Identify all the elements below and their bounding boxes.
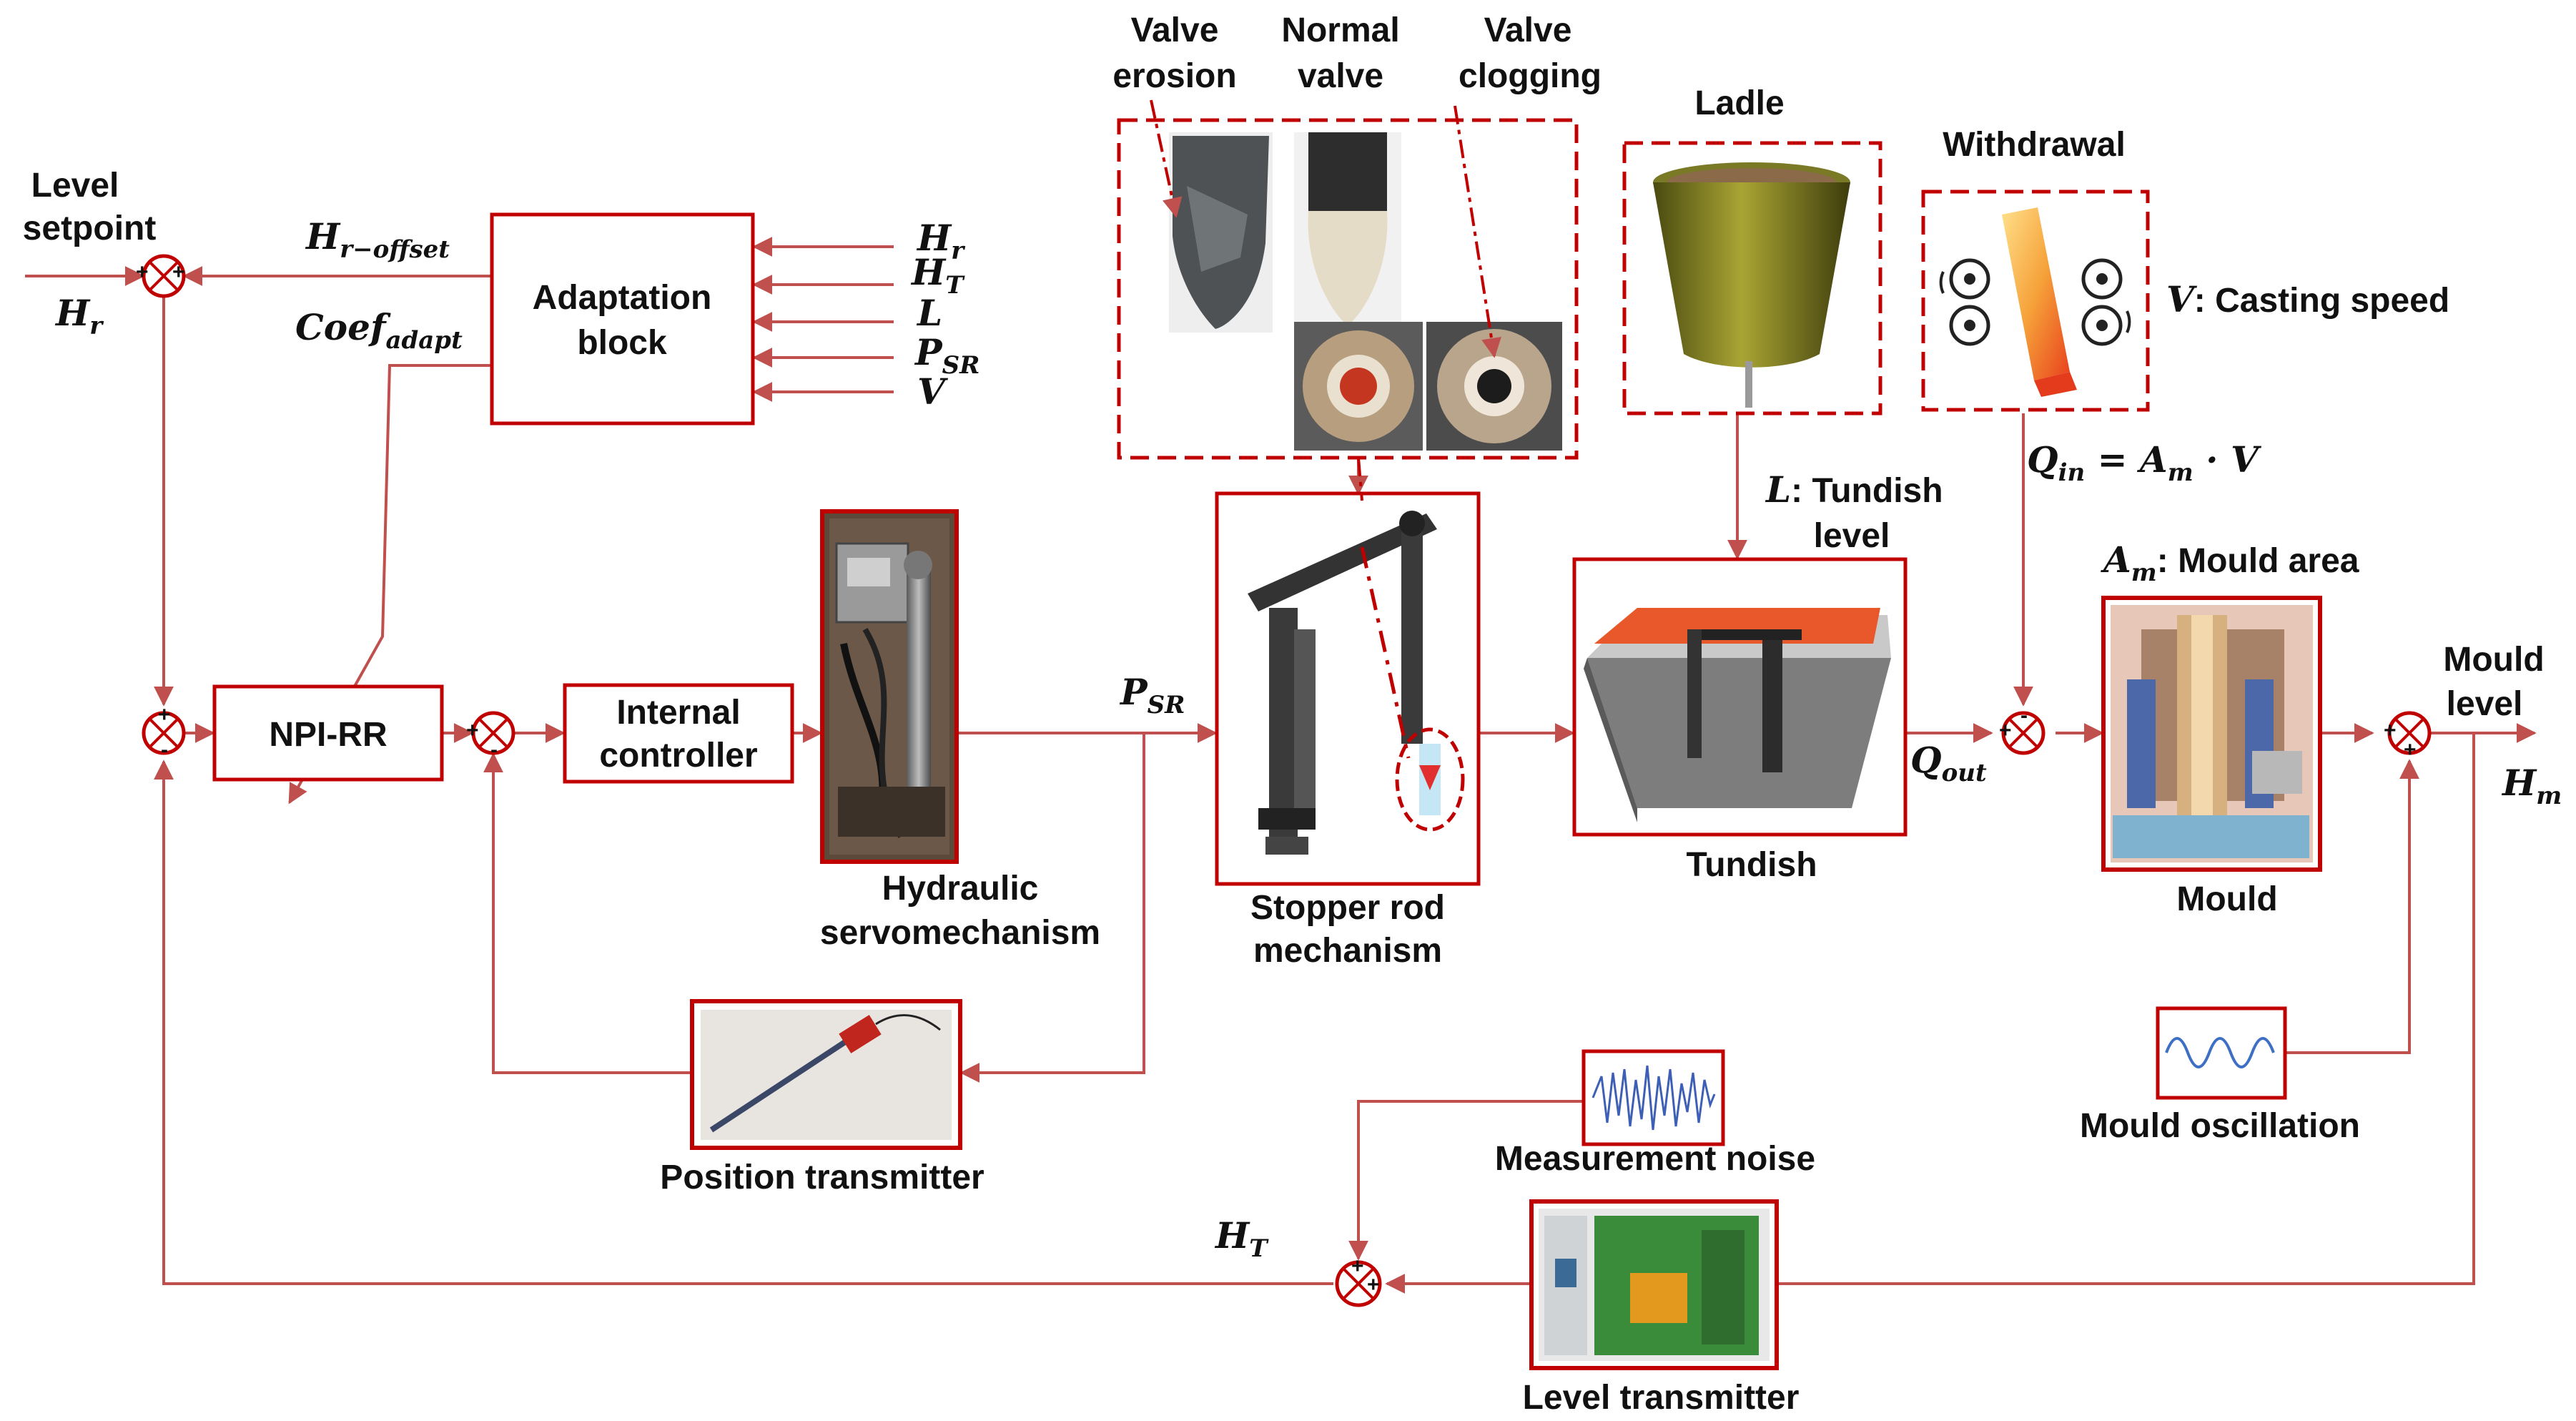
math-symbols: Hr Hr−offset Coefadapt Hr HT L PSR V PSR… bbox=[54, 215, 2562, 1263]
symbol-hr-offset: Hr−offset bbox=[305, 215, 450, 264]
symbol-adapt-input-psr: PSR bbox=[914, 331, 979, 380]
tundish-level-label-line2: level bbox=[1814, 517, 1890, 555]
stopper-rod-label-line1: Stopper rod bbox=[1250, 889, 1445, 927]
hydraulic-label-line2: servomechanism bbox=[820, 914, 1100, 952]
ladle-block[interactable] bbox=[1622, 141, 1882, 416]
withdrawal-block[interactable] bbox=[1921, 190, 2150, 412]
adaptation-block[interactable]: Adaptation block bbox=[490, 212, 755, 426]
symbol-casting-speed: V: Casting speed bbox=[2166, 278, 2449, 320]
sign-plus: + bbox=[172, 260, 185, 284]
symbol-hm: Hm bbox=[2501, 762, 2562, 810]
stopper-rod-label-line2: mechanism bbox=[1253, 932, 1442, 970]
ladle-label: Ladle bbox=[1694, 84, 1784, 122]
mould-level-label-line2: level bbox=[2447, 685, 2523, 723]
symbol-adapt-input-ht: HT bbox=[910, 251, 965, 300]
hydraulic-label-line1: Hydraulic bbox=[882, 870, 1039, 908]
summing-junction-error: + - bbox=[142, 703, 186, 762]
tundish-block[interactable] bbox=[1572, 557, 1908, 837]
sign-plus: + bbox=[1367, 1273, 1380, 1297]
tundish-label: Tundish bbox=[1686, 846, 1817, 884]
symbol-qout: Qout bbox=[1910, 739, 1987, 787]
adaptation-block-label-line2: block bbox=[577, 324, 667, 362]
sign-minus: - bbox=[490, 738, 498, 762]
sign-plus: + bbox=[1351, 1254, 1364, 1278]
mould-oscillation-block[interactable] bbox=[2156, 1006, 2287, 1100]
hydraulic-servomechanism-block[interactable] bbox=[820, 509, 959, 864]
summing-junction-noise: + + bbox=[1335, 1254, 1382, 1307]
sign-plus: + bbox=[1999, 719, 2012, 742]
mould-block[interactable] bbox=[2101, 596, 2322, 872]
sign-plus: + bbox=[2404, 738, 2417, 762]
npi-rr-label: NPI-RR bbox=[269, 716, 387, 754]
level-setpoint-label-line2: setpoint bbox=[23, 210, 157, 247]
symbol-hr-input: Hr bbox=[54, 292, 104, 340]
valve-clogging-label-line1: Valve bbox=[1484, 11, 1572, 49]
measurement-noise-block[interactable] bbox=[1581, 1049, 1725, 1146]
mould-level-label-line1: Mould bbox=[2443, 641, 2544, 679]
summing-junction-mould-level: + + bbox=[2384, 711, 2432, 762]
stopper-rod-mechanism-block[interactable] bbox=[1215, 491, 1481, 886]
valve-condition-images bbox=[1117, 99, 1579, 501]
summing-junction-position: + - bbox=[466, 711, 515, 762]
valve-clogging-label-line2: clogging bbox=[1459, 57, 1602, 95]
internal-controller-label-line2: controller bbox=[599, 737, 757, 775]
symbol-adapt-input-hr: Hr bbox=[916, 217, 965, 265]
symbol-adapt-input-v: V bbox=[917, 370, 949, 413]
valve-erosion-label-line1: Valve bbox=[1131, 11, 1219, 49]
symbol-mould-area: Am: Mould area bbox=[2101, 539, 2359, 587]
sign-plus: + bbox=[158, 703, 171, 727]
internal-controller-label-line1: Internal bbox=[616, 694, 740, 732]
npi-rr-block[interactable]: NPI-RR bbox=[212, 684, 444, 782]
adaptation-block-label-line1: Adaptation bbox=[533, 279, 712, 317]
symbol-psr: PSR bbox=[1119, 671, 1185, 719]
summing-junction-setpoint: + + bbox=[136, 254, 186, 298]
sign-plus: + bbox=[466, 719, 479, 742]
mould-label: Mould bbox=[2176, 880, 2277, 918]
level-transmitter-block[interactable] bbox=[1529, 1199, 1779, 1370]
normal-valve-label-line2: valve bbox=[1298, 57, 1383, 95]
position-transmitter-label: Position transmitter bbox=[660, 1159, 984, 1196]
symbol-coef-adapt: Coefadapt bbox=[295, 306, 463, 355]
sign-plus: + bbox=[136, 260, 149, 284]
level-transmitter-label: Level transmitter bbox=[1523, 1379, 1800, 1417]
symbol-qin-formula: Qin = Am · V bbox=[2027, 438, 2262, 487]
sign-plus: + bbox=[2384, 719, 2397, 742]
measurement-noise-label: Measurement noise bbox=[1495, 1140, 1815, 1178]
level-setpoint-label-line1: Level bbox=[31, 167, 119, 205]
valve-erosion-label-line2: erosion bbox=[1112, 57, 1236, 95]
position-transmitter-block[interactable] bbox=[690, 999, 962, 1150]
sign-minus: - bbox=[161, 738, 168, 762]
withdrawal-label: Withdrawal bbox=[1943, 126, 2126, 164]
symbol-tundish-level: L: Tundish bbox=[1765, 468, 1943, 511]
normal-valve-label-line1: Normal bbox=[1281, 11, 1399, 49]
sign-minus: - bbox=[2020, 704, 2028, 727]
mould-oscillation-label: Mould oscillation bbox=[2080, 1107, 2360, 1145]
text-labels: Level setpoint Hydraulic servomechanism … bbox=[23, 11, 2545, 1417]
signal-lines bbox=[25, 237, 2537, 1294]
symbol-ht: HT bbox=[1214, 1214, 1269, 1263]
internal-controller-block[interactable]: Internal controller bbox=[563, 683, 794, 784]
symbol-adapt-input-l: L bbox=[916, 292, 942, 334]
summing-junction-flow: + - bbox=[1999, 704, 2045, 755]
